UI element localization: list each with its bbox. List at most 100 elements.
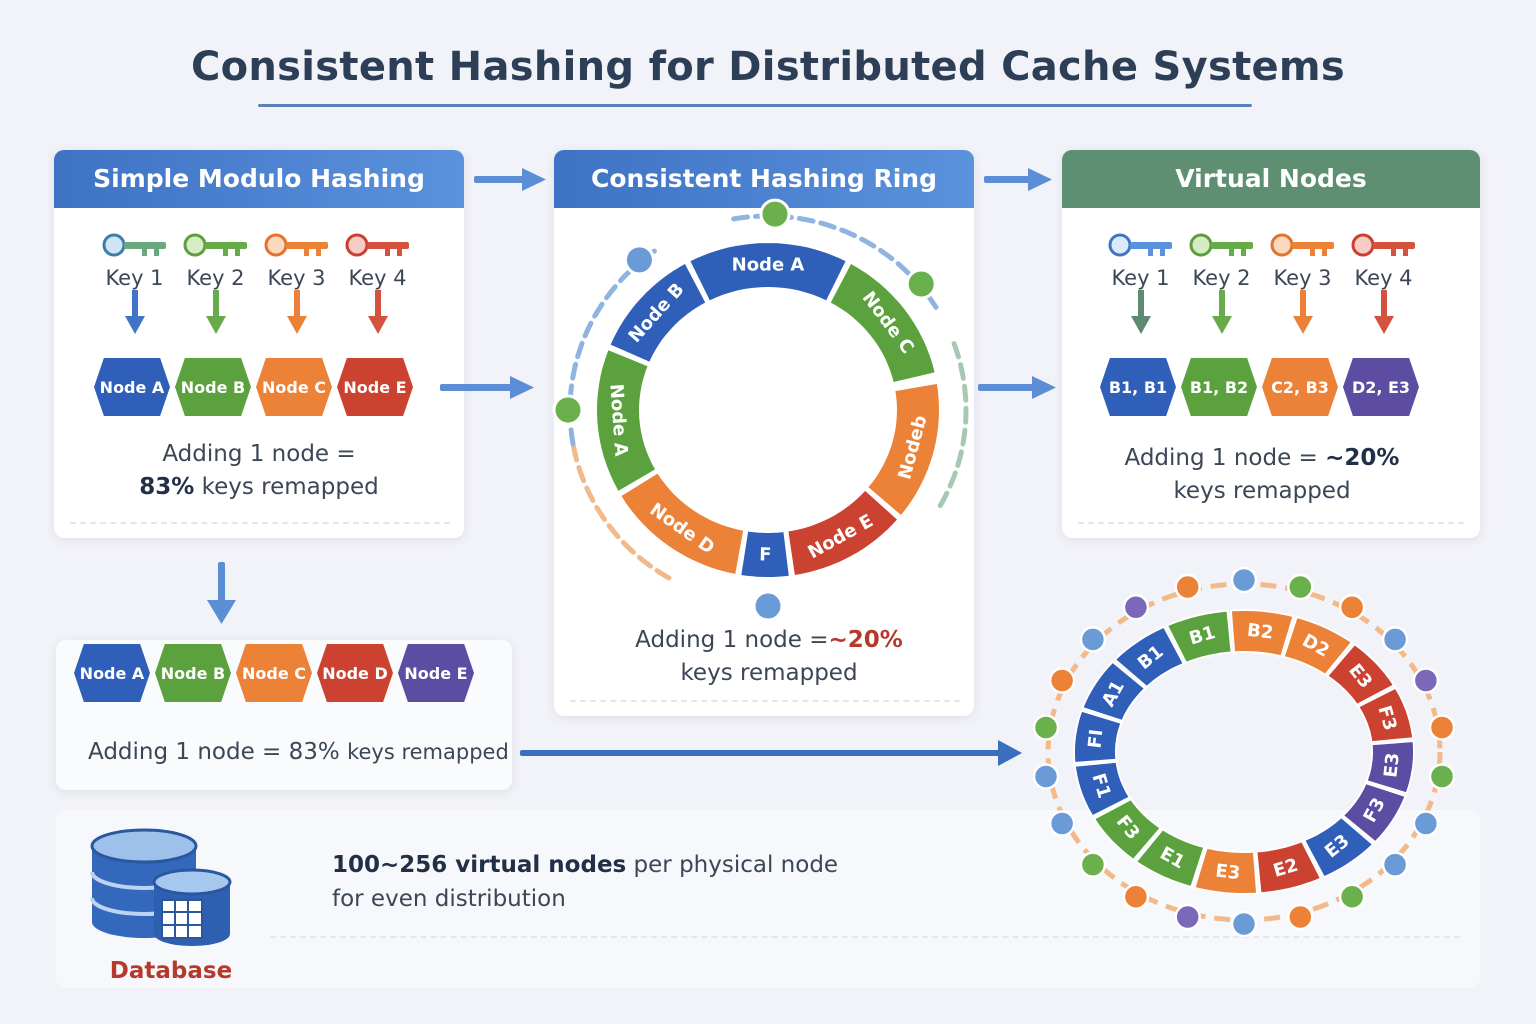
modulo-note-line1: Adding 1 node = <box>162 441 356 467</box>
key-item: Key 1 <box>1100 230 1181 334</box>
key-icon <box>1270 233 1334 257</box>
vring-hash-dot <box>1338 883 1366 910</box>
vring-segment <box>1255 839 1323 895</box>
vring-hash-dot <box>1122 883 1150 910</box>
ring-segment-label: Node A <box>605 383 631 457</box>
vn-info-line1: 100~256 virtual nodes per physical node <box>332 848 838 882</box>
hash-point-dot <box>552 394 584 426</box>
modulo-note-line2: 83% keys remapped <box>54 471 464 504</box>
modulo-header: Simple Modulo Hashing <box>54 150 464 208</box>
vring-segment <box>1092 797 1163 862</box>
modulo-after-suffix: keys remapped <box>347 740 509 764</box>
vring-hash-dot <box>1287 573 1314 601</box>
ring-flow-arrow <box>937 341 969 510</box>
virtual-node-row: B1, B1 B1, B2 C2, B3 D2, E3 <box>1100 358 1424 416</box>
key-icon <box>1189 233 1253 257</box>
modulo-note: Adding 1 node = 83% keys remapped <box>54 438 464 504</box>
key-label: Key 4 <box>348 266 407 290</box>
vring-segment-label: FI <box>1084 728 1107 749</box>
node-hexagon: Node B <box>155 644 231 702</box>
node-hexagon: Node D <box>317 644 393 702</box>
key-item: Key 2 <box>1181 230 1262 334</box>
ring-note-line2: keys remapped <box>680 660 858 686</box>
hash-point-dot <box>623 244 655 276</box>
modulo-after-node-row: Node A Node B Node C Node D Node E <box>74 644 479 702</box>
vnode-hexagon: B1, B1 <box>1100 358 1176 416</box>
arrow-down-icon <box>1292 290 1313 334</box>
arrow-down-icon <box>367 290 388 334</box>
virtual-note-line2: keys remapped <box>1173 478 1351 504</box>
vring-segment <box>1073 709 1123 765</box>
divider <box>70 522 450 524</box>
vring-hash-dot <box>1381 626 1409 653</box>
key-item: Key 2 <box>175 230 256 334</box>
ring-flow-arrow <box>570 441 672 581</box>
vring-hash-dot <box>1174 573 1201 601</box>
divider <box>570 700 960 702</box>
vn-info-bold: 100~256 virtual nodes <box>332 852 627 878</box>
modulo-after-note: Adding 1 node = 83% keys remapped <box>88 736 509 769</box>
vring-hash-dot <box>1412 810 1440 837</box>
virtual-nodes-info-panel <box>56 810 1480 988</box>
arrow-down-icon <box>1130 290 1151 334</box>
hash-point-dot <box>759 198 791 230</box>
virtual-note: Adding 1 node = ~20% keys remapped <box>1062 442 1462 508</box>
arrow-down-icon <box>205 290 226 334</box>
database-label: Database <box>109 958 233 984</box>
vring-segment <box>1356 686 1415 744</box>
vring-hash-dot <box>1079 851 1107 878</box>
virtual-keys: Key 1 Key 2 Key 3 Key 4 <box>1100 230 1424 334</box>
hash-point-dot <box>752 590 784 622</box>
ring-segment <box>865 381 942 518</box>
modulo-after-prefix: Adding 1 node = 83% <box>88 739 340 765</box>
modulo-note-percent: 83% <box>139 474 195 500</box>
ring-note-percent: ~20% <box>828 627 903 653</box>
database-icon <box>90 828 232 946</box>
vring-hash-dot <box>1174 903 1201 931</box>
ring-segment <box>687 240 849 303</box>
node-hexagon: Node C <box>256 358 332 416</box>
virtual-header: Virtual Nodes <box>1062 150 1480 208</box>
vn-info-rest: per physical node <box>633 852 839 878</box>
ring-note-prefix: Adding 1 node = <box>635 627 829 653</box>
vring-segment <box>1165 609 1233 665</box>
vring-segment <box>1229 609 1295 658</box>
key-icon <box>1351 233 1415 257</box>
key-item: Key 1 <box>94 230 175 334</box>
vring-segment <box>1193 846 1259 895</box>
key-label: Key 3 <box>267 266 326 290</box>
vring-hash-dot <box>1122 594 1150 621</box>
ring-segment <box>828 261 938 385</box>
vring-segment <box>1341 781 1407 844</box>
ring-segment-label: F <box>759 544 772 565</box>
vring-segment <box>1073 760 1132 818</box>
vring-hash-dot <box>1412 667 1440 694</box>
vring-segment <box>1302 815 1375 879</box>
key-item: Key 3 <box>1262 230 1343 334</box>
vring-segment <box>1081 660 1147 723</box>
ring-segment <box>786 488 900 578</box>
key-icon <box>1108 233 1172 257</box>
ring-segment-label: Node A <box>732 255 805 276</box>
key-icon <box>183 233 247 257</box>
vring-hash-dot <box>1048 810 1076 837</box>
key-label: Key 2 <box>186 266 245 290</box>
key-label: Key 1 <box>105 266 164 290</box>
ring-note: Adding 1 node =~20% keys remapped <box>554 624 984 690</box>
page-title: Consistent Hashing for Distributed Cache… <box>190 44 1346 90</box>
ring-header: Consistent Hashing Ring <box>554 150 974 208</box>
key-item: Key 4 <box>1343 230 1424 334</box>
key-label: Key 2 <box>1192 266 1251 290</box>
virtual-note-line1: Adding 1 node = ~20% <box>1062 442 1462 475</box>
vring-hash-dot <box>1032 763 1060 790</box>
key-icon <box>345 233 409 257</box>
node-hexagon: Node A <box>94 358 170 416</box>
key-item: Key 3 <box>256 230 337 334</box>
divider <box>270 936 1460 938</box>
virtual-note-prefix: Adding 1 node = <box>1124 445 1318 471</box>
ring-segment <box>739 529 792 579</box>
node-hexagon: Node E <box>337 358 413 416</box>
vring-segment-label: B2 <box>1246 620 1274 644</box>
ring-segment <box>607 261 708 365</box>
